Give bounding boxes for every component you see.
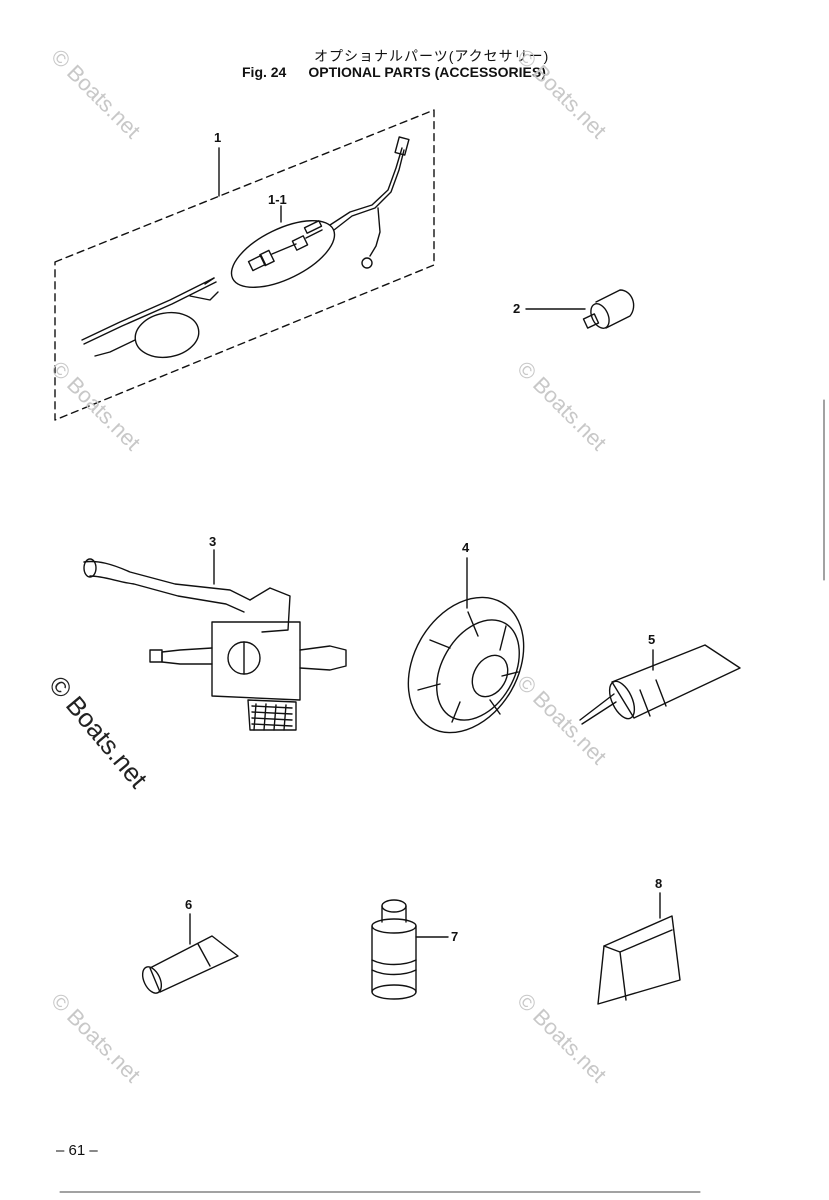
callout-3: 3 <box>209 534 217 549</box>
callout-1: 1 <box>214 130 222 145</box>
part-5-tube <box>579 644 741 725</box>
figure-number: Fig. 24 <box>242 64 287 80</box>
callout-6: 6 <box>185 897 193 912</box>
callout-7: 7 <box>451 929 459 944</box>
part-1-kit-outline <box>54 109 435 421</box>
part-7-bottle <box>371 899 417 1000</box>
part-3-remote-control <box>83 558 347 731</box>
part-1-harness <box>81 136 410 359</box>
part-1-1-connector <box>247 220 323 272</box>
part-4-sleeve <box>407 596 525 734</box>
callout-5: 5 <box>648 632 656 647</box>
page-number: – 61 – <box>56 1142 98 1159</box>
callout-4: 4 <box>462 540 470 555</box>
part-6-tube <box>141 935 239 994</box>
figure-title: Fig. 24 OPTIONAL PARTS (ACCESSORIES) <box>242 64 662 80</box>
callout-2: 2 <box>513 301 521 316</box>
part-2-fitting <box>582 289 635 329</box>
figure-title-text: OPTIONAL PARTS (ACCESSORIES) <box>308 64 546 80</box>
title-japanese: オプショナルパーツ(アクセサリー) <box>314 48 550 64</box>
callout-1-1: 1-1 <box>268 192 287 207</box>
part-1-1-oval <box>230 220 336 288</box>
callout-8: 8 <box>655 876 663 891</box>
part-8-packet <box>597 915 681 1005</box>
